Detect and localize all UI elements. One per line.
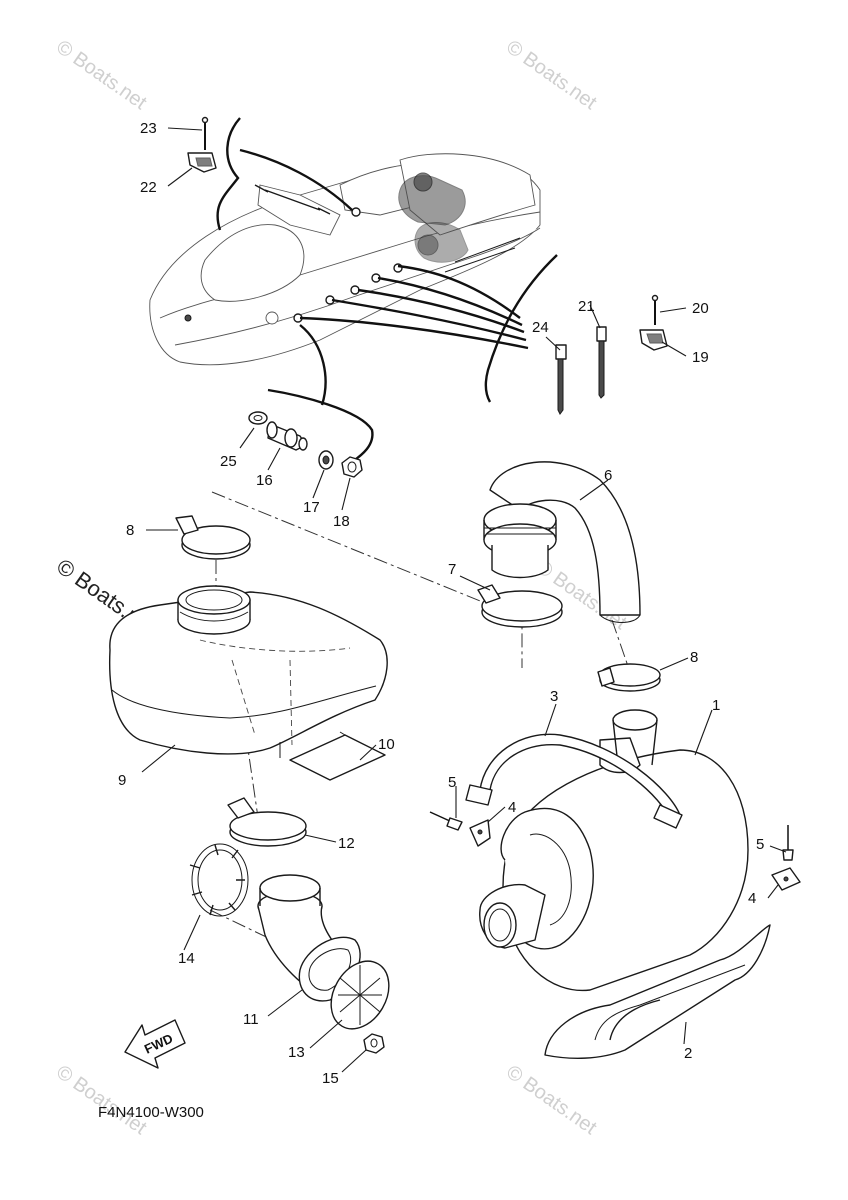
callout-24: 24 <box>532 319 549 336</box>
part-3-strap <box>465 733 683 829</box>
callout-16: 16 <box>256 472 273 489</box>
part-16-fitting <box>266 421 308 451</box>
watermark-top-left: © Boats.net <box>52 36 151 114</box>
part-8-clamp-left <box>175 515 251 560</box>
callout-18: 18 <box>333 513 350 530</box>
watermark-top-right: © Boats.net <box>502 36 601 114</box>
part-12-clamp <box>227 797 307 847</box>
part-24-cable-tie <box>555 344 567 415</box>
callout-8-right: 8 <box>690 649 698 666</box>
callout-11: 11 <box>243 1011 259 1028</box>
part-4-bracket-left <box>469 819 491 847</box>
part-14-ring <box>189 843 249 917</box>
callout-5-left: 5 <box>448 774 456 791</box>
callout-25: 25 <box>220 453 237 470</box>
callout-numbers: 23 22 20 19 21 24 25 16 17 18 8 9 10 12 … <box>118 120 764 1087</box>
part-20-rivet <box>651 294 659 325</box>
callout-9: 9 <box>118 772 126 789</box>
part-10-plate <box>279 731 386 781</box>
part-15-nut <box>363 1033 385 1054</box>
callout-23: 23 <box>140 120 157 137</box>
watercraft-outline <box>149 153 541 366</box>
callout-5-right: 5 <box>756 836 764 853</box>
callout-3: 3 <box>550 688 558 705</box>
callout-13: 13 <box>288 1044 305 1061</box>
callout-4-left: 4 <box>508 799 516 816</box>
fwd-arrow: FWD <box>124 1019 186 1069</box>
callout-2: 2 <box>684 1045 692 1062</box>
part-22-clip <box>187 152 217 173</box>
part-19-clip <box>639 329 668 351</box>
part-8-clamp-right <box>597 663 661 692</box>
part-13-screen <box>330 960 390 1030</box>
part-6-exhaust-pipe <box>483 461 641 623</box>
part-18-nut <box>341 456 363 478</box>
part-1-muffler <box>479 709 749 992</box>
callout-leaders <box>141 127 787 1073</box>
callout-12: 12 <box>338 835 355 852</box>
callout-4-right: 4 <box>748 890 756 907</box>
callout-1: 1 <box>712 697 720 714</box>
part-7-clamp <box>477 584 563 628</box>
watermark-bottom-right: © Boats.net <box>502 1061 601 1139</box>
callout-20: 20 <box>692 300 709 317</box>
callout-19: 19 <box>692 349 709 366</box>
part-23-rivet <box>201 116 209 150</box>
part-5-bolt-right <box>782 825 794 861</box>
part-5-bolt-left <box>429 811 463 831</box>
part-25-clamp <box>248 411 268 425</box>
callout-14: 14 <box>178 950 195 967</box>
part-21-cable-tie <box>596 326 607 399</box>
callout-10: 10 <box>378 736 395 753</box>
callout-7: 7 <box>448 561 456 578</box>
callout-6: 6 <box>604 467 612 484</box>
callout-22: 22 <box>140 179 157 196</box>
callout-17: 17 <box>303 499 320 516</box>
location-leaders <box>216 117 558 463</box>
part-4-bracket-right <box>771 867 801 891</box>
diagram-code: F4N4100-W300 <box>98 1104 204 1121</box>
callout-15: 15 <box>322 1070 339 1087</box>
watermark-bottom-left: © Boats.net <box>52 1061 151 1139</box>
part-2-heat-shield <box>544 924 771 1059</box>
part-9-water-lock <box>108 585 388 755</box>
callout-21: 21 <box>578 298 595 315</box>
part-17-washer <box>318 450 334 470</box>
callout-8-left: 8 <box>126 522 134 539</box>
